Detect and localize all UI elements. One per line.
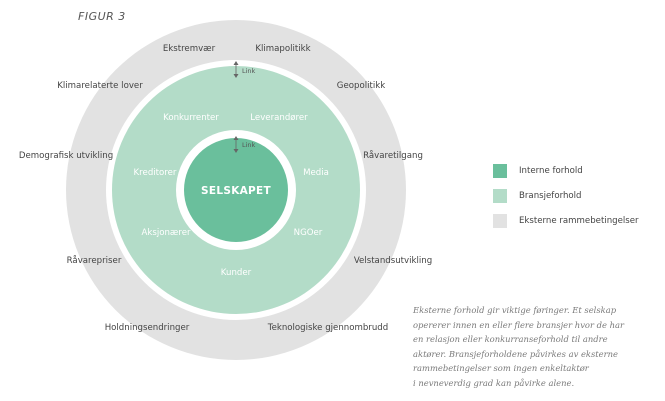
caption-line: i nevneverdig grad kan påvirke alene. [413, 377, 575, 388]
industry-factor: Konkurrenter [163, 113, 219, 123]
legend-swatch [493, 213, 507, 228]
legend-item-internal: Interne forhold [493, 158, 639, 183]
legend-label: Interne forhold [519, 165, 583, 176]
external-factor: Demografisk utvikling [19, 151, 113, 161]
caption-line: opererer innen en eller flere bransjer h… [413, 319, 625, 330]
caption-line: en relasjon eller konkurranseforhold til… [413, 334, 608, 345]
external-factor: Klimapolitikk [255, 44, 310, 54]
arrow-down-icon [233, 149, 239, 153]
figure-title: FIGUR 3 [78, 10, 126, 23]
caption-line: aktører. Bransjeforholdene påvirkes av e… [413, 348, 618, 359]
external-factor: Råvaretilgang [363, 150, 423, 161]
link-label-outer: Link [242, 67, 256, 75]
core-circle [184, 138, 288, 242]
external-factor: Klimarelaterte lover [57, 81, 143, 91]
legend-swatch [493, 163, 507, 178]
industry-factor: Leverandører [250, 113, 308, 123]
external-factor: Ekstremvær [163, 44, 216, 54]
arrow-up-icon [233, 61, 239, 65]
arrow-down-icon [233, 74, 239, 78]
industry-factor: Kreditorer [134, 168, 177, 178]
legend: Interne forhold Bransjeforhold Eksterne … [493, 158, 639, 233]
external-factor: Holdningsendringer [105, 323, 190, 333]
arrow-up-icon [233, 136, 239, 140]
legend-item-industry: Bransjeforhold [493, 183, 639, 208]
external-factor: Geopolitikk [337, 81, 385, 91]
legend-label: Bransjeforhold [519, 190, 582, 201]
caption-line: rammebetingelser som ingen enkeltaktør [413, 363, 589, 374]
external-factor: Velstandsutvikling [354, 256, 432, 266]
core-label: SELSKAPET [201, 185, 272, 197]
industry-factor: Kunder [221, 268, 252, 278]
legend-swatch [493, 188, 507, 203]
external-factor: Teknologiske gjennombrudd [267, 323, 388, 333]
legend-item-external: Eksterne rammebetingelser [493, 208, 639, 233]
legend-label: Eksterne rammebetingelser [519, 215, 639, 226]
industry-factor: Aksjonærer [141, 228, 190, 238]
caption-line: Eksterne forhold gir viktige føringer. E… [413, 305, 617, 315]
external-factor: Råvarepriser [67, 255, 122, 266]
link-arrow-outer [233, 61, 239, 78]
figure-caption: Eksterne forhold gir viktige føringer. E… [413, 303, 663, 391]
link-arrow-inner [233, 136, 239, 153]
link-label-inner: Link [242, 141, 256, 149]
industry-factor: NGOer [294, 228, 323, 238]
industry-factor: Media [303, 168, 329, 178]
